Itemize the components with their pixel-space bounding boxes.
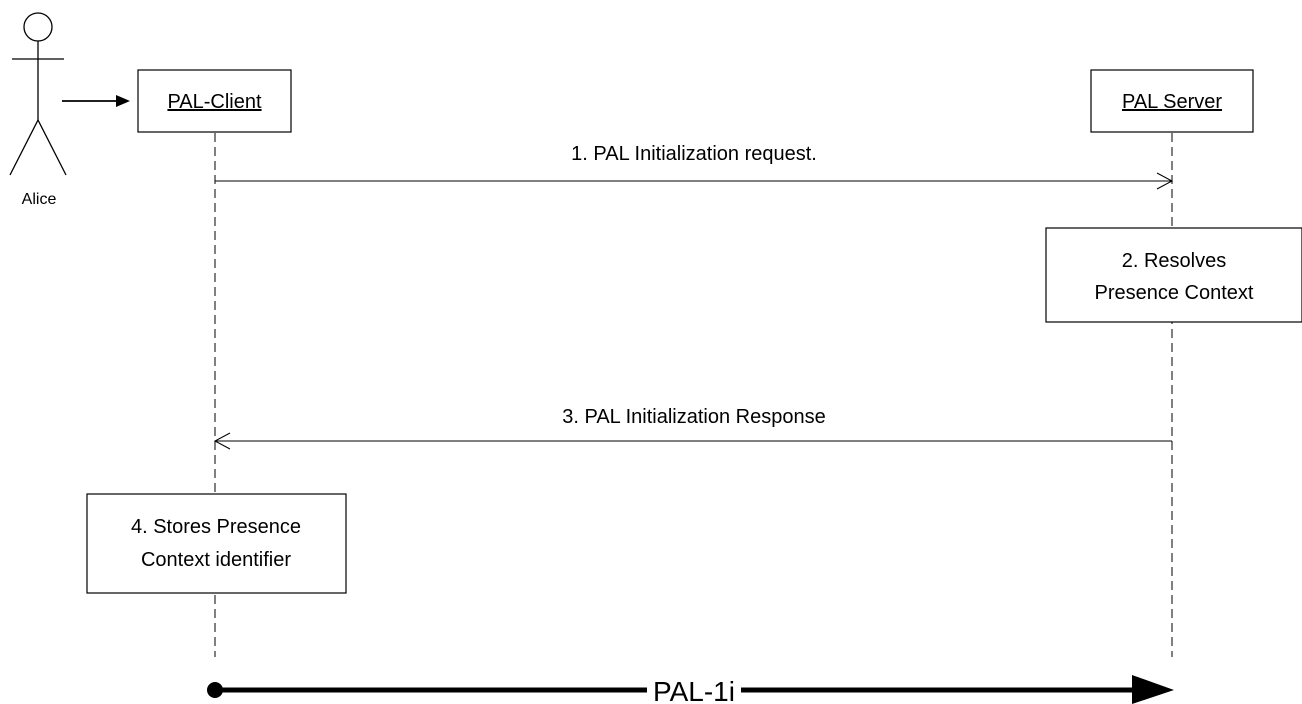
actor-name: Alice [22,191,57,208]
note-server-line-2: Presence Context [1095,282,1254,304]
flow-indicator: PAL-1i [207,675,1174,704]
message-1-request: 1. PAL Initialization request. [215,143,1174,190]
actor-left-leg [9,119,39,176]
actor-head [23,12,53,42]
flow-label: PAL-1i [653,676,735,704]
actor-alice: Alice [9,12,67,208]
actor-right-leg [37,119,67,176]
message-1-label: 1. PAL Initialization request. [571,143,817,165]
note-client-line-1: 4. Stores Presence [131,516,301,538]
message-3-arrowhead [213,432,231,450]
note-server-resolves: 2. Resolves Presence Context [1045,227,1302,323]
note-client-line-2: Context identifier [141,549,291,571]
message-3-response: 3. PAL Initialization Response [213,406,1172,450]
flow-arrowhead [1132,675,1174,704]
participant-server-label: PAL Server [1122,91,1222,113]
note-server-line-1: 2. Resolves [1122,250,1227,272]
note-client-stores: 4. Stores Presence Context identifier [86,493,347,594]
participant-client-label: PAL-Client [167,91,262,113]
message-3-label: 3. PAL Initialization Response [562,406,826,428]
message-1-arrowhead [1156,172,1174,190]
actor-to-client-arrow [62,95,130,107]
participant-server: PAL Server [1090,69,1254,133]
participant-client: PAL-Client [137,69,292,133]
